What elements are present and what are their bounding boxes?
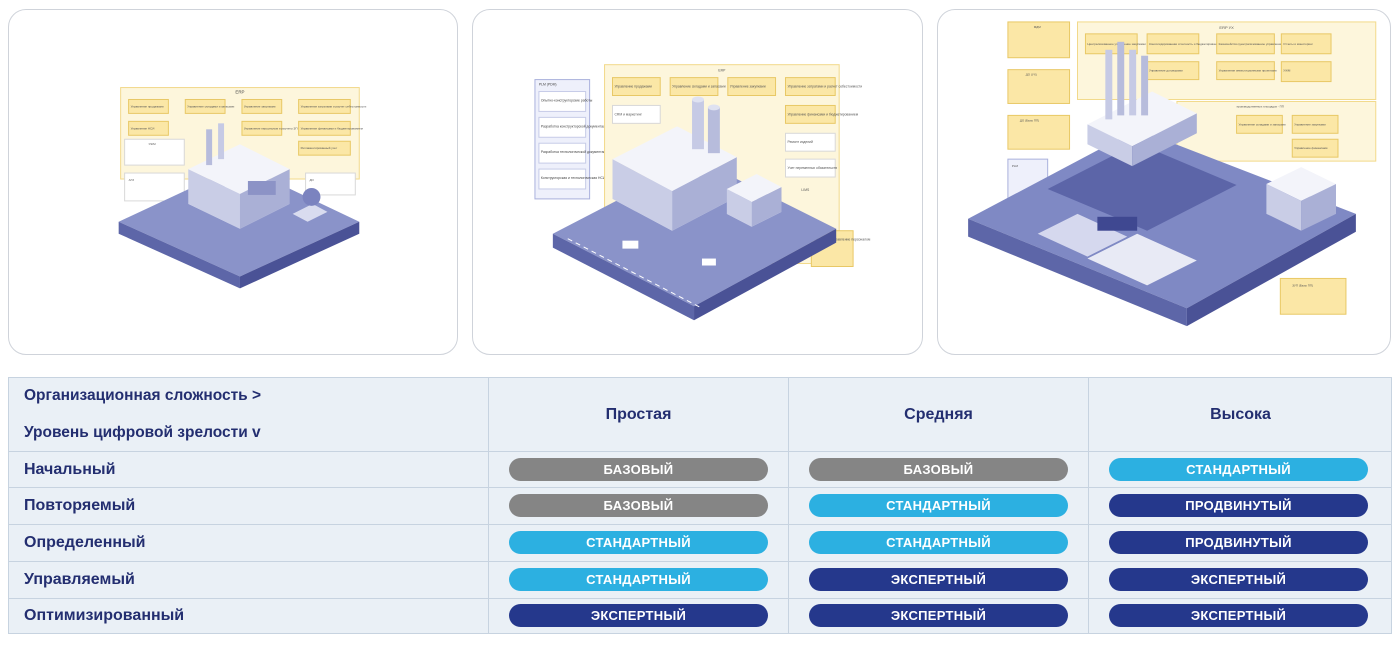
- box: CRM и маркетинг: [614, 112, 642, 116]
- top-box: Консолидированная отчетность и бюджетиро…: [1149, 42, 1220, 46]
- complex-holding-diagram: МДМ ДО (УХ) ДО (Базы ПП) PLM ERP УХ Цент…: [968, 21, 1377, 327]
- side-box: АГЗ: [129, 178, 135, 182]
- mid-title: производственных площадок - ПП: [1237, 104, 1284, 108]
- illustration-simple: ERP Управление продажами Управление скла…: [8, 9, 458, 355]
- row-label-defined: Определенный: [24, 534, 146, 551]
- left-box: ДО (УХ): [1026, 73, 1037, 77]
- column-header-medium: Средняя: [904, 405, 973, 423]
- right-box: ЗУП (Базы ПП): [1292, 283, 1313, 287]
- left-box: PLM: [1012, 164, 1019, 168]
- level-pill-standard: СТАНДАРТНЫЙ: [1109, 458, 1368, 481]
- row-divider: [9, 598, 1391, 599]
- header-digital-maturity: Уровень цифровой зрелости v: [24, 424, 261, 441]
- level-pill-advanced: ПРОДВИНУТЫЙ: [1109, 531, 1368, 554]
- top-box: Отчеты и мониторинг: [1283, 42, 1313, 46]
- right-box: Управление складами и запасами: [1239, 122, 1286, 126]
- top-box: Управление инвестиционными проектами: [1219, 69, 1277, 73]
- plm-box: Конструкторская и технологическая НСИ: [541, 176, 606, 180]
- box: Управление складами и запасами: [672, 85, 726, 89]
- medium-factory-diagram: PLM (PDM) Опытно-конструкторские работы …: [534, 64, 871, 321]
- level-pill-standard: СТАНДАРТНЫЙ: [509, 531, 768, 554]
- plm-box: Разработка конструкторской документации: [541, 124, 609, 128]
- level-pill-expert: ЭКСПЕРТНЫЙ: [1109, 568, 1368, 591]
- level-pill-expert: ЭКСПЕРТНЫЙ: [809, 604, 1068, 627]
- level-pill-base: БАЗОВЫЙ: [509, 494, 768, 517]
- plm-title: PLM (PDM): [539, 83, 557, 87]
- box: Управление финансами и бюджетированием: [787, 112, 858, 116]
- row-label-repeatable: Повторяемый: [24, 497, 136, 514]
- left-box: МДМ: [1034, 25, 1041, 29]
- column-header-simple: Простая: [605, 405, 672, 423]
- level-pill-expert: ЭКСПЕРТНЫЙ: [1109, 604, 1368, 627]
- level-pill-expert: ЭКСПЕРТНЫЙ: [809, 568, 1068, 591]
- box: Управление складами и запасами: [187, 104, 234, 108]
- simple-factory-diagram: ERP Управление продажами Управление скла…: [118, 87, 367, 289]
- maturity-table: Организационная сложность > Уровень цифр…: [8, 377, 1392, 634]
- box: Управление закупками: [730, 85, 766, 89]
- level-pill-base: БАЗОВЫЙ: [509, 458, 768, 481]
- box: Управление персоналом и расчеты ЗП: [244, 126, 298, 130]
- erp-title: ERP УХ: [1219, 25, 1234, 30]
- side-box: УЖМ: [148, 142, 156, 146]
- top-box: Централизованное управление закупками: [1087, 42, 1146, 46]
- side-box: ДО: [310, 178, 315, 182]
- box: Учет переменных обязательств: [787, 166, 837, 170]
- col-divider: [488, 378, 489, 633]
- row-label-initial: Начальный: [24, 461, 116, 478]
- illustration-medium: PLM (PDM) Опытно-конструкторские работы …: [472, 9, 923, 355]
- box: Управление затратами и расчет себестоимо…: [301, 104, 367, 108]
- box: Управление финансами и бюджетированием: [301, 126, 363, 130]
- erp-title: ERP: [235, 90, 244, 95]
- row-divider: [9, 524, 1391, 525]
- header-org-complexity: Организационная сложность >: [24, 387, 262, 404]
- erp-title: ERP: [718, 69, 726, 73]
- row-divider: [9, 487, 1391, 488]
- box: Управление продажами: [131, 104, 164, 108]
- right-box: Управление закупками: [1294, 122, 1326, 126]
- box: Регламентированный учет: [301, 146, 338, 150]
- side-box: Зарплата и управление персоналом: [813, 238, 871, 242]
- level-pill-standard: СТАНДАРТНЫЙ: [809, 494, 1068, 517]
- col-divider: [788, 378, 789, 633]
- row-label-managed: Управляемый: [24, 571, 135, 588]
- box: Управление НСИ: [131, 126, 155, 130]
- level-pill-expert: ЭКСПЕРТНЫЙ: [509, 604, 768, 627]
- box: Управление закупками: [244, 104, 276, 108]
- level-pill-standard: СТАНДАРТНЫЙ: [509, 568, 768, 591]
- box: Управление затратами и расчет себестоимо…: [787, 85, 862, 89]
- top-box: Управление договорами: [1149, 69, 1183, 73]
- box: Управление продажами: [614, 85, 652, 89]
- row-label-optimized: Оптимизированный: [24, 607, 185, 624]
- row-divider: [9, 451, 1391, 452]
- top-box: УЖМ: [1283, 69, 1291, 73]
- col-divider: [1088, 378, 1089, 633]
- side-box: LIMS: [801, 188, 810, 192]
- box: Ремонт изделий: [787, 140, 812, 144]
- left-box: ДО (Базы ПП): [1020, 118, 1039, 122]
- plm-box: Опытно-конструкторские работы: [541, 98, 593, 102]
- plm-box: Разработка технологической документации: [541, 150, 609, 154]
- top-box: Казначейство (централизованное управлени…: [1219, 42, 1283, 46]
- right-box: Управление финансами: [1294, 146, 1328, 150]
- level-pill-standard: СТАНДАРТНЫЙ: [809, 531, 1068, 554]
- column-header-high: Высока: [1210, 405, 1271, 423]
- level-pill-base: БАЗОВЫЙ: [809, 458, 1068, 481]
- row-divider: [9, 561, 1391, 562]
- illustration-complex: МДМ ДО (УХ) ДО (Базы ПП) PLM ERP УХ Цент…: [937, 9, 1391, 355]
- level-pill-advanced: ПРОДВИНУТЫЙ: [1109, 494, 1368, 517]
